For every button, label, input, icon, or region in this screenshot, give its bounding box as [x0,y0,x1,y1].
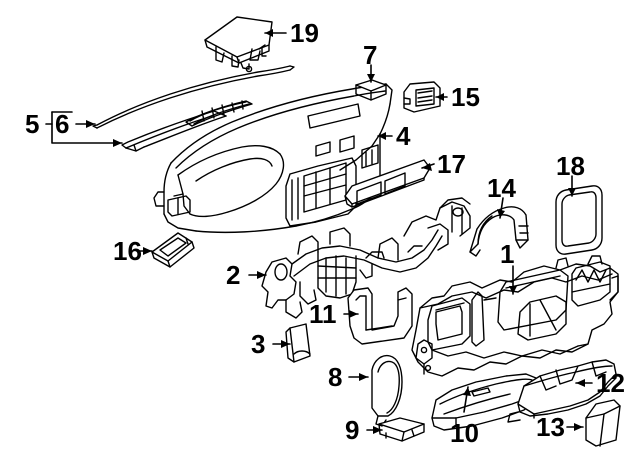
part-18-cluster-bezel [555,185,603,255]
callout-8: 8 [328,362,343,392]
callout-10: 10 [450,418,479,448]
callout-6: 6 [55,109,70,139]
part-11-support-bracket [347,287,413,345]
part-7-module-cover [355,79,387,101]
callout-16: 16 [113,236,142,266]
part-9-access-cover-plate [378,417,425,442]
part-16-side-vent-bezel [151,232,195,268]
callout-18: 18 [556,151,585,181]
part-19-speaker-grille-cover [204,16,273,73]
part-1-instrument-panel-carrier [411,255,619,377]
part-4-instrument-panel-pad [153,83,393,234]
callout-17: 17 [437,149,466,179]
part-6-defroster-trim-upper [92,65,295,129]
callout-14: 14 [487,173,516,203]
callout-11: 11 [309,299,337,329]
part-2-crossbeam [261,197,471,319]
part-15-switch-bezel [403,81,441,113]
callout-1: 1 [500,239,515,269]
callout-12: 12 [596,368,625,398]
callout-2: 2 [226,260,241,290]
callout-7: 7 [363,40,378,70]
callout-3: 3 [251,329,266,359]
part-12-knee-bolster-trim [507,359,617,423]
callout-4: 4 [396,121,411,151]
part-17-applique-strip [344,159,431,208]
callout-5: 5 [25,109,40,139]
part-13-corner-trim-cover [585,399,621,447]
callout-19: 19 [290,18,319,48]
callout-9: 9 [345,415,360,445]
part-3-end-plug [285,323,311,363]
callout-13: 13 [536,412,565,442]
leader-lines [45,29,593,434]
callout-15: 15 [451,82,480,112]
part-5-defroster-trim-lower [121,110,227,152]
part-8-end-panel-cover [371,354,403,427]
